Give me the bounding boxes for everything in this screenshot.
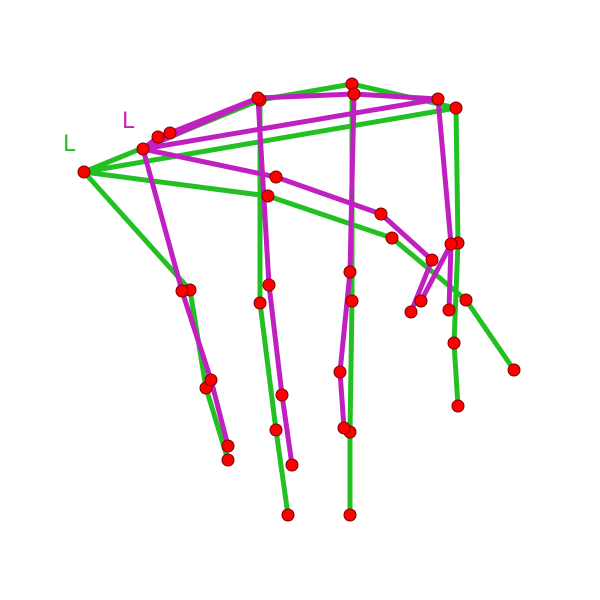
magenta-skeleton-bones [140,91,454,468]
magenta-skeleton-joint [251,91,265,105]
green-skeleton-side-label: L [63,132,76,157]
bones-layer [81,81,517,518]
green-skeleton-bone [463,297,517,373]
green-skeleton-joint [507,363,521,377]
magenta-skeleton-bone [418,241,454,304]
magenta-skeleton-joint [163,126,177,140]
green-skeleton-joint [459,293,473,307]
green-skeleton-bone [453,105,461,246]
green-skeleton-bone [81,169,271,199]
magenta-skeleton-joint [442,303,456,317]
magenta-skeleton-bone [408,257,435,315]
magenta-skeleton-joint [404,305,418,319]
joints-layer [77,77,521,522]
magenta-skeleton-joint [431,92,445,106]
magenta-skeleton-joint [275,388,289,402]
magenta-skeleton-joint [151,130,165,144]
magenta-skeleton-bone [140,96,441,152]
magenta-skeleton-joint [374,207,388,221]
green-skeleton-bone [451,340,461,409]
magenta-skeleton-bone [140,146,185,294]
green-skeleton-bone [257,300,279,433]
magenta-skeleton-bone [273,174,384,217]
magenta-skeleton-joint [269,170,283,184]
green-skeleton-joint [385,231,399,245]
magenta-skeleton-joint [262,278,276,292]
green-skeleton-bone [451,240,461,346]
green-skeleton-joint [253,296,267,310]
green-skeleton-joint [281,508,295,522]
magenta-skeleton-bone [255,91,357,101]
magenta-skeleton-joint [136,142,150,156]
magenta-skeleton-joint [343,265,357,279]
magenta-skeleton-side-label: L [122,109,135,134]
magenta-skeleton-joint [204,373,218,387]
magenta-skeleton-bone [347,91,357,275]
magenta-skeleton-joint [285,458,299,472]
magenta-skeleton-joint [425,253,439,267]
magenta-skeleton-bone [279,392,295,468]
green-skeleton-bone [81,169,193,293]
green-skeleton-joint [449,101,463,115]
magenta-skeleton-joint [347,87,361,101]
magenta-skeleton-bone [179,288,214,383]
magenta-skeleton-bone [140,146,279,180]
magenta-skeleton-bone [351,91,441,102]
magenta-skeleton-bone [208,377,231,449]
green-skeleton-joint [451,399,465,413]
green-skeleton-joint [261,189,275,203]
magenta-skeleton-bone [446,241,454,313]
magenta-skeleton-joint [333,365,347,379]
magenta-skeleton-bone [435,96,454,247]
magenta-skeleton-joint [337,421,351,435]
green-skeleton-joint [343,508,357,522]
magenta-skeleton-joints [136,87,458,472]
magenta-skeleton-joint [221,439,235,453]
magenta-skeleton-bone [378,211,435,263]
magenta-skeleton-bone [167,95,261,136]
green-skeleton-joint [77,165,91,179]
green-skeleton-bone [265,193,395,241]
magenta-skeleton-bone [337,269,353,375]
magenta-skeleton-joint [444,237,458,251]
green-skeleton-joint [269,423,283,437]
magenta-skeleton-joint [414,294,428,308]
magenta-skeleton-bone [337,369,347,431]
magenta-skeleton-joint [175,284,189,298]
green-skeleton-joint [447,336,461,350]
green-skeleton-joint [221,453,235,467]
green-skeleton-bone [273,427,291,518]
green-skeleton-bone [347,298,355,435]
green-skeleton-joint [345,294,359,308]
magenta-skeleton-bone [266,282,285,398]
